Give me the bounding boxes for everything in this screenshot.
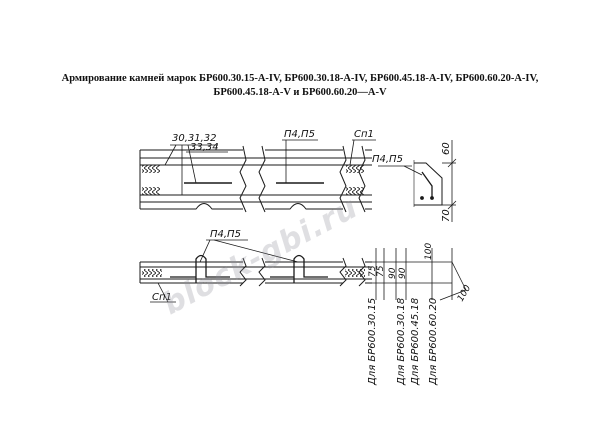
dim-75-a: 75 — [368, 265, 378, 277]
label-loops-section: П4,П5 — [372, 154, 403, 165]
note-45-18: Для БР600.45.18 — [410, 298, 421, 386]
mesh-zigzag-left-bottom — [142, 187, 160, 195]
top-elevation: 30,31,32 33,34 П4,П5 Сп1 — [139, 129, 376, 213]
dimension-ladders — [372, 248, 467, 301]
dim-100-b: 100 — [456, 283, 473, 303]
caption-line-2: БР600.45.18-А-V и БР600.60.20—А-V — [213, 87, 387, 98]
section-outline — [414, 162, 443, 206]
lower-plan: П4,П5 Сп1 75 75 90 90 100 100 Для БР600.… — [139, 229, 473, 386]
dim-90-b: 90 — [398, 267, 408, 279]
note-30-15: Для БР600.30.15 — [367, 298, 378, 386]
mesh-zigzag-right-bottom — [346, 187, 364, 195]
longitudinal-bars-lower — [140, 266, 372, 280]
lifting-loop-left — [195, 254, 230, 283]
lifting-loop-right — [293, 254, 328, 283]
dim-100-a: 100 — [424, 243, 434, 260]
mesh-zigzag-lower-right — [345, 269, 365, 277]
drawing-caption: Армирование камней марок БР600.30.15-А-I… — [10, 72, 590, 100]
label-rebar2-top: 33,34 — [190, 142, 219, 153]
caption-line-1: Армирование камней марок БР600.30.15-А-I… — [61, 73, 539, 84]
dim-bottom: 70 — [441, 209, 452, 222]
label-loops-lower: П4,П5 — [210, 229, 241, 240]
label-net-lower: Сп1 — [152, 292, 172, 303]
cross-section: П4,П5 60 70 — [372, 140, 457, 222]
block-outline-top — [139, 149, 372, 210]
note-60-20: Для БР600.60.20 — [428, 298, 439, 386]
note-30-18: Для БР600.30.18 — [396, 298, 407, 386]
dim-75-b: 75 — [376, 265, 386, 277]
label-loops-top: П4,П5 — [284, 129, 315, 140]
watermark-text: block-gbi.ru — [157, 190, 364, 322]
leaders-lower — [150, 239, 299, 303]
leaders-top — [164, 139, 376, 195]
mesh-zigzag-lower-left — [142, 269, 162, 277]
dim-90-a: 90 — [388, 267, 398, 279]
mesh-zigzag-right-top — [346, 165, 364, 173]
mesh-zigzag-left-top — [142, 165, 160, 173]
section-loop — [421, 171, 433, 198]
longitudinal-bars-top — [140, 157, 372, 203]
label-net-top: Сп1 — [354, 129, 374, 140]
label-rebar-top: 30,31,32 — [172, 133, 217, 144]
section-dim-line — [442, 140, 457, 222]
dim-top: 60 — [441, 142, 452, 155]
